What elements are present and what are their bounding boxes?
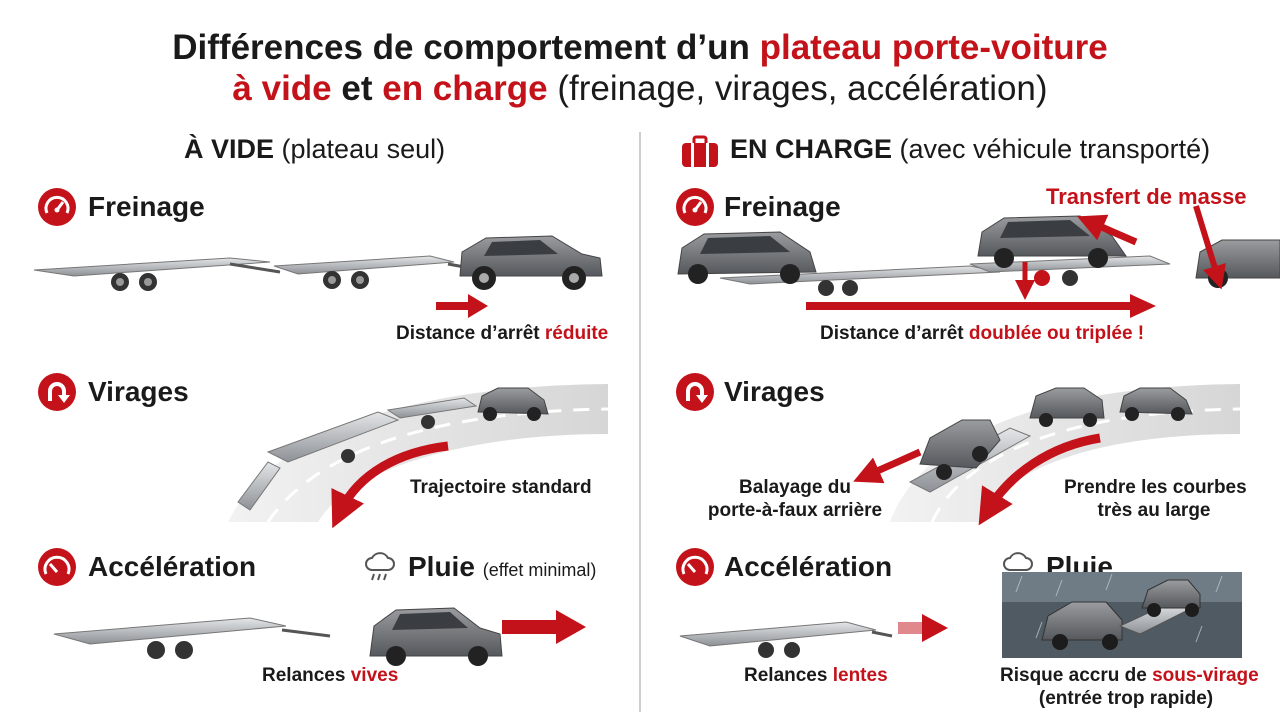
page-title-line-1: Différences de comportement d’un plateau… xyxy=(172,28,1108,67)
gauge-icon xyxy=(38,548,76,586)
section-braking-left: Freinage xyxy=(88,191,205,222)
braking-loaded-illustration xyxy=(670,205,1280,317)
section-braking-right: Freinage xyxy=(724,191,841,222)
turns-empty-caption: Trajectoire standard xyxy=(410,477,592,498)
accel-loaded-illustration xyxy=(676,606,956,667)
empty-trailer-2 xyxy=(273,255,471,289)
speedometer-icon xyxy=(38,188,76,226)
long-distance-arrow-icon xyxy=(806,294,1156,323)
braking-empty-illustration xyxy=(30,232,610,307)
towing-suv xyxy=(459,235,603,290)
braking-empty-caption: Distance d’arrêt réduite xyxy=(396,323,609,344)
empty-trailer-accel xyxy=(53,617,331,659)
section-turns-right: Virages xyxy=(724,376,825,407)
empty-trailer-1 xyxy=(33,257,281,291)
accel-empty-caption: Relances vives xyxy=(262,665,399,686)
page-title-line-2: à vide et en charge (freinage, virages, … xyxy=(232,69,1048,108)
loaded-trailer-1 xyxy=(677,231,1001,296)
u-turn-icon xyxy=(676,373,714,411)
accel-loaded-caption: Relances lentes xyxy=(744,665,888,686)
empty-trailer-turning xyxy=(237,397,478,511)
u-turn-icon xyxy=(38,373,76,411)
loaded-trailer-turning xyxy=(908,387,1105,493)
speedometer-icon xyxy=(676,188,714,226)
suitcase-icon xyxy=(680,135,720,173)
mass-transfer-label: Transfert de masse xyxy=(1046,184,1247,209)
rain-cloud-icon xyxy=(364,550,396,589)
left-column-header: À VIDE (plateau seul) xyxy=(184,134,446,164)
suv-accel xyxy=(369,607,503,666)
rain-left: Pluie (effet minimal) xyxy=(408,551,597,582)
short-distance-arrow-icon xyxy=(436,294,488,323)
rain-loaded-illustration xyxy=(1002,572,1242,663)
towing-suv-turning xyxy=(1119,387,1193,421)
turns-loaded-illustration xyxy=(853,382,1241,527)
gauge-icon xyxy=(676,548,714,586)
braking-loaded-caption: Distance d’arrêt doublée ou triplée ! xyxy=(820,323,1145,344)
accel-empty-illustration xyxy=(50,600,590,669)
section-accel-right: Accélération xyxy=(724,551,893,582)
rain-loaded-caption: Risque accru de sous-virage(entrée trop … xyxy=(1000,665,1259,709)
section-accel-left: Accélération xyxy=(88,551,257,582)
right-column-header: EN CHARGE (avec véhicule transporté) xyxy=(730,134,1211,164)
section-turns-left: Virages xyxy=(88,376,189,407)
column-divider xyxy=(639,132,641,712)
loaded-trailer-2 xyxy=(969,215,1171,286)
towing-suv-turning xyxy=(477,387,549,421)
turns-empty-illustration xyxy=(228,382,609,529)
